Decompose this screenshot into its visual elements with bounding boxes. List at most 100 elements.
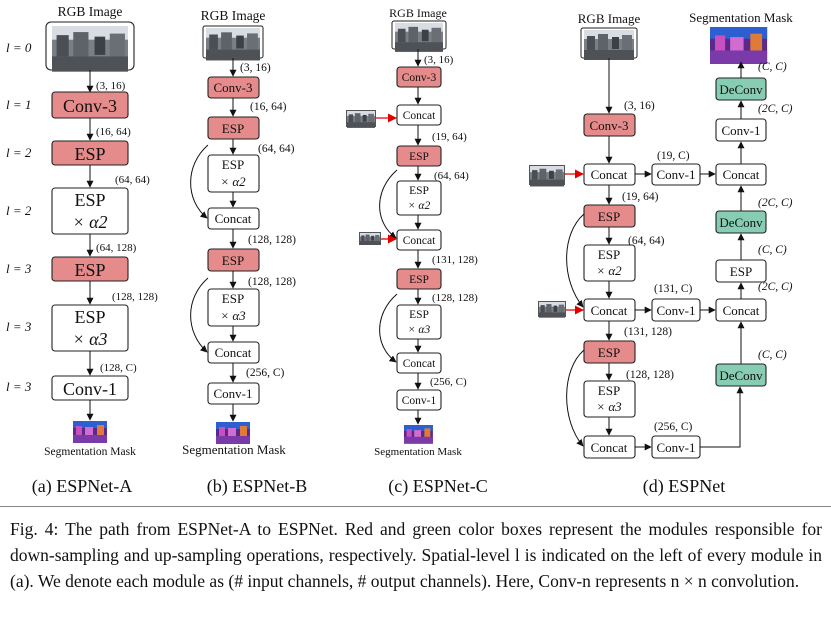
d-dim-1: (3, 16) xyxy=(624,100,655,112)
c-seg-label: Segmentation Mask xyxy=(374,446,462,458)
d-module-deconv-1: DeConv xyxy=(719,368,763,383)
d-dim-5: (128, 128) xyxy=(626,369,674,381)
b-module-conv3: Conv-3 xyxy=(214,80,253,95)
b-module-esp-4: ESP xyxy=(222,291,244,306)
b-dim-1: (3, 16) xyxy=(240,62,271,74)
c-module-concat-2: Concat xyxy=(403,235,436,247)
b-dim-4: (128, 128) xyxy=(248,234,296,246)
d-module-esp-4: ESP xyxy=(598,383,620,398)
d-module-concat-2: Concat xyxy=(591,303,628,318)
b-module-concat-2: Concat xyxy=(215,345,252,360)
d-dim-11: (C, C) xyxy=(758,244,787,256)
d-dim-12: (2C, C) xyxy=(758,197,793,209)
c-dim-3: (64, 64) xyxy=(434,170,469,182)
d-module-conv3: Conv-3 xyxy=(590,118,629,133)
b-dim-6: (256, C) xyxy=(246,367,285,379)
d-module-conv1-dec: Conv-1 xyxy=(722,123,761,138)
c-module-esp-3: ESP xyxy=(409,274,429,286)
a-module-conv1: Conv-1 xyxy=(63,379,117,399)
a-dim-2: (16, 64) xyxy=(96,126,131,138)
a-level-2b: l = 2 xyxy=(6,203,32,218)
d-dim-6: (19, C) xyxy=(657,150,690,162)
caption-lead: Fig. 4: xyxy=(10,519,59,539)
a-module-esp-4: ESP xyxy=(74,307,105,327)
c-rgb-label: RGB Image xyxy=(389,6,447,20)
panel-espnet-a: RGB Image l = 0 l = 1 l = 2 l = 2 l = 3 … xyxy=(6,4,158,497)
c-module-conv3: Conv-3 xyxy=(402,72,437,84)
a-level-labels: l = 0 l = 1 l = 2 l = 2 l = 3 l = 3 l = … xyxy=(6,40,32,394)
subcaption-b: (b) ESPNet-B xyxy=(207,476,308,497)
a-dim-1: (3, 16) xyxy=(96,80,126,92)
a-dim-5: (128, 128) xyxy=(112,291,158,303)
subcaption-c: (c) ESPNet-C xyxy=(388,476,487,497)
c-dim-6: (256, C) xyxy=(430,376,467,388)
b-dim-5: (128, 128) xyxy=(248,276,296,288)
c-module-conv1: Conv-1 xyxy=(402,395,437,407)
d-module-deconv-2: DeConv xyxy=(719,215,763,230)
b-module-alpha2: × α2 xyxy=(220,174,246,189)
d-dim-14: (C, C) xyxy=(758,61,787,73)
a-module-esp-3: ESP xyxy=(74,260,105,280)
a-module-alpha2: × α2 xyxy=(72,212,107,232)
a-level-2: l = 2 xyxy=(6,145,32,160)
b-module-conv1: Conv-1 xyxy=(214,386,253,401)
a-level-3b: l = 3 xyxy=(6,319,32,334)
d-module-esp-3: ESP xyxy=(598,345,620,360)
c-dim-1: (3, 16) xyxy=(424,54,454,66)
c-module-esp-1: ESP xyxy=(409,151,429,163)
a-seg-label: Segmentation Mask xyxy=(44,446,136,458)
a-level-3c: l = 3 xyxy=(6,379,32,394)
d-module-concat-dec-2: Concat xyxy=(723,167,760,182)
d-module-concat-dec-1: Concat xyxy=(723,303,760,318)
subcaption-a: (a) ESPNet-A xyxy=(32,476,132,497)
d-dim-3: (64, 64) xyxy=(628,235,665,247)
d-module-concat-1: Concat xyxy=(591,167,628,182)
a-module-alpha3: × α3 xyxy=(72,329,107,349)
d-module-concat-3: Concat xyxy=(591,440,628,455)
b-dim-3: (64, 64) xyxy=(258,143,295,155)
b-module-alpha3: × α3 xyxy=(220,308,246,323)
a-dim-3: (64, 64) xyxy=(115,174,150,186)
panel-espnet-c: RGB Image (3, 16) Conv-3 Concat (19, 64)… xyxy=(346,6,488,497)
c-dim-5: (128, 128) xyxy=(432,292,478,304)
d-seg-label-top: Segmentation Mask xyxy=(689,10,793,25)
d-dim-10: (2C, C) xyxy=(758,281,793,293)
d-module-esp-1: ESP xyxy=(598,209,620,224)
a-module-conv3: Conv-3 xyxy=(63,96,117,116)
b-module-concat-1: Concat xyxy=(215,211,252,226)
d-rgb-label: RGB Image xyxy=(578,11,641,26)
d-dim-8: (256, C) xyxy=(654,421,693,433)
d-module-esp-2: ESP xyxy=(598,247,620,262)
c-module-concat-3: Concat xyxy=(403,358,436,370)
d-dim-13: (2C, C) xyxy=(758,103,793,115)
d-module-alpha2: × α2 xyxy=(596,263,622,278)
a-module-esp-2: ESP xyxy=(74,190,105,210)
d-dim-9: (C, C) xyxy=(758,349,787,361)
panel-espnet-d: RGB Image Segmentation Mask (3, 16) Conv… xyxy=(529,10,793,497)
a-module-esp-1: ESP xyxy=(74,144,105,164)
d-module-esp-dec: ESP xyxy=(730,264,752,279)
subcaption-d: (d) ESPNet xyxy=(643,476,726,497)
d-module-conv1-1: Conv-1 xyxy=(657,167,696,182)
a-level-0: l = 0 xyxy=(6,40,32,55)
caption-text: The path from ESPNet-A to ESPNet. Red an… xyxy=(10,519,822,591)
a-dim-4: (64, 128) xyxy=(96,242,137,254)
c-dim-2: (19, 64) xyxy=(432,131,467,143)
a-rgb-label: RGB Image xyxy=(58,4,123,19)
architecture-figure: RGB Image l = 0 l = 1 l = 2 l = 2 l = 3 … xyxy=(6,4,793,497)
a-dim-6: (128, C) xyxy=(100,362,137,374)
d-dim-4: (131, 128) xyxy=(624,326,672,338)
d-module-deconv-3: DeConv xyxy=(719,82,763,97)
b-module-esp-1: ESP xyxy=(222,121,244,136)
a-level-3: l = 3 xyxy=(6,261,32,276)
c-module-esp-2: ESP xyxy=(409,185,429,197)
b-rgb-label: RGB Image xyxy=(201,8,266,23)
c-module-concat-1: Concat xyxy=(403,110,436,122)
figure-caption: Fig. 4: The path from ESPNet-A to ESPNet… xyxy=(10,516,822,594)
c-module-alpha3: × α3 xyxy=(408,324,431,336)
caption-divider xyxy=(0,506,831,507)
d-dim-2: (19, 64) xyxy=(622,191,659,203)
c-dim-4: (131, 128) xyxy=(432,254,478,266)
b-module-esp-2: ESP xyxy=(222,157,244,172)
panel-espnet-b: RGB Image (3, 16) Conv-3 (16, 64) ESP (6… xyxy=(182,8,307,497)
